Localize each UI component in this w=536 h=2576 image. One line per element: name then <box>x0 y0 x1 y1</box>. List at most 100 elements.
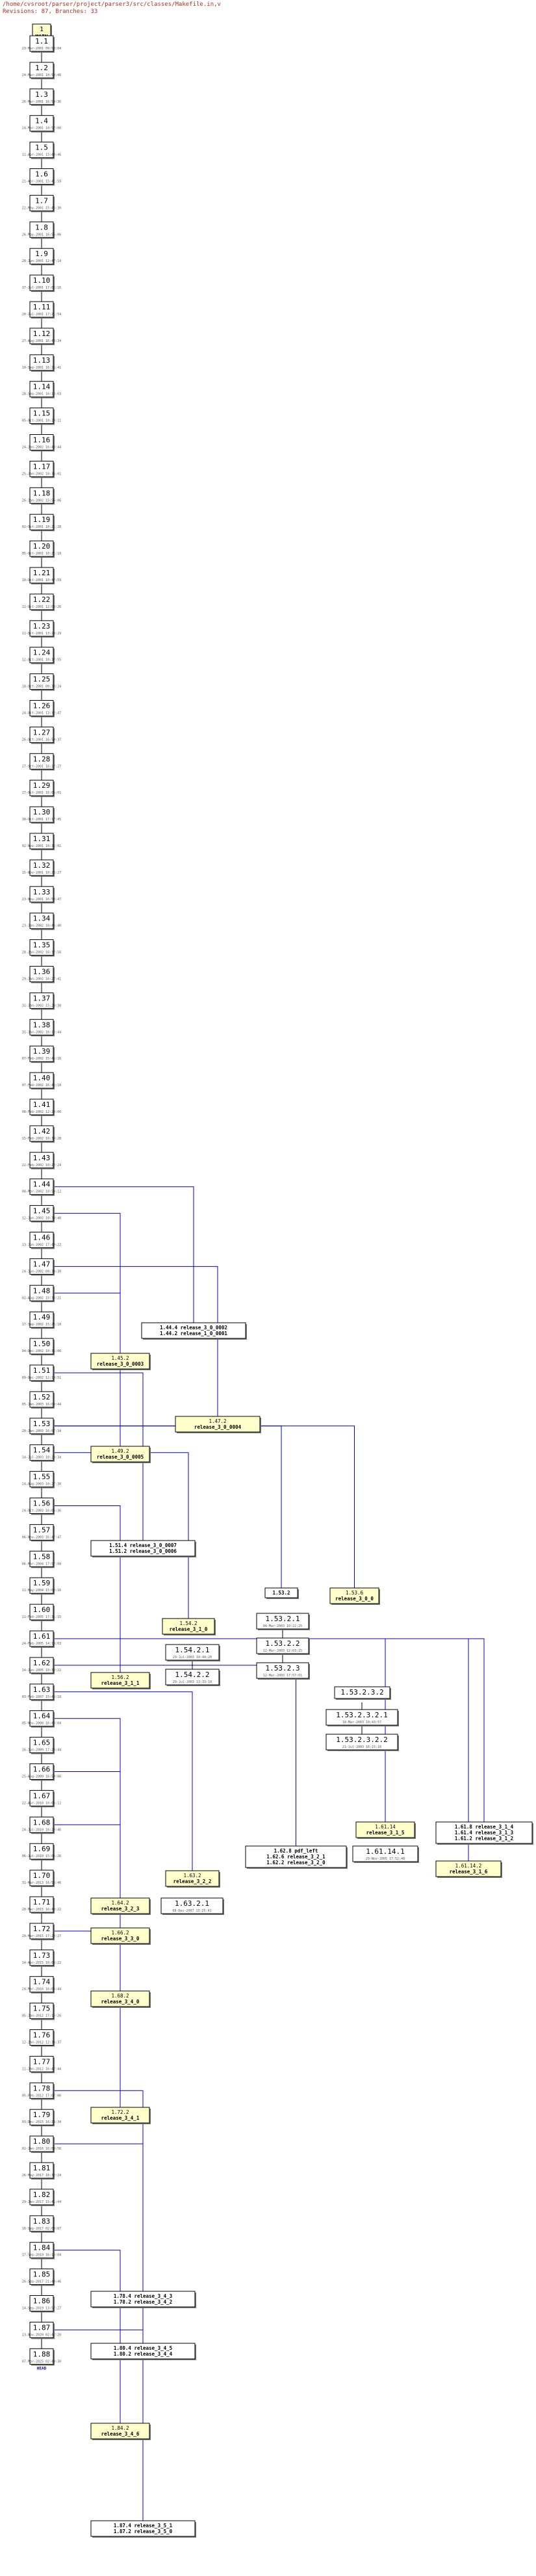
revision-date: 12-Jan-2012 12:34:37 <box>22 2041 61 2045</box>
branch-revision-node: 1.53.2.3.2.221-Jul-2003 16:15:16 <box>325 1734 399 1751</box>
branch-connector <box>53 1718 121 1898</box>
revision-number: 1.5 <box>35 144 48 152</box>
tag-node: 1.80.4 release_3_4_51.80.2 release_3_4_4 <box>90 2343 196 2360</box>
revision-number: 1.28 <box>33 755 51 763</box>
revision-date: 23-Jan-2002 10:46:40 <box>22 924 61 928</box>
revision-date: 05-Jan-2012 17:15:26 <box>22 2014 61 2018</box>
revision-number: 1.79 <box>33 2111 51 2119</box>
revision-number: 1.26 <box>33 702 51 710</box>
revision-box <box>29 1684 54 1700</box>
branch-box <box>165 1870 220 1887</box>
tag-label: 1.53.2 <box>272 1590 290 1596</box>
revision-date: 17-Sep-2019 16:16:04 <box>22 2254 61 2257</box>
revision-box <box>29 2269 54 2285</box>
revision-date: 20-Jan-2003 16:07:34 <box>22 1429 61 1433</box>
revision-date: 31-Jan-2002 15:20:38 <box>22 1004 61 1008</box>
revision-box <box>29 514 54 530</box>
revision-number: 1.62 <box>33 1659 51 1667</box>
revision-number: 1.39 <box>33 1047 51 1056</box>
connector-lines <box>41 41 485 2521</box>
revision-number: 1.13 <box>33 356 51 365</box>
tag-label: 1.61.2 release_3_1_2 <box>455 1836 513 1841</box>
branch-revision-box <box>325 1734 398 1750</box>
revision-number: 1.23 <box>33 622 51 631</box>
revision-box <box>29 1949 54 1966</box>
revision-box <box>29 1471 54 1488</box>
revision-box <box>29 1311 54 1328</box>
revision-date: 25-Jan-2002 10:36:01 <box>22 472 61 476</box>
revision-box <box>29 700 54 716</box>
revision-number: 1.8 <box>35 223 48 231</box>
revision-date: 07-Mar-2025 02:49:30 <box>22 2360 61 2363</box>
revision-node: 1.424-Mar-2001 10:52:06 <box>22 115 61 133</box>
tag-label: 1.62.2 release_3_2_0 <box>266 1860 325 1866</box>
tag-box <box>90 1540 196 1557</box>
branch-number: 1.72.2 <box>111 2109 129 2115</box>
branch-name: release_3_4_0 <box>101 1999 140 2005</box>
branch-connector <box>53 1638 469 1861</box>
revision-date: 12-Oct-2001 10:37:55 <box>22 658 61 662</box>
revision-number: 1.73 <box>33 1951 51 1960</box>
revision-number: 1.25 <box>33 675 51 684</box>
branch-name: release_3_0_0005 <box>97 1454 144 1460</box>
tag-node: 1.78.4 release_3_4_31.78.2 release_3_4_2 <box>90 2291 196 2308</box>
revision-date: 24-Aug-2003 10:27:30 <box>22 1483 61 1487</box>
revision-number: 1.75 <box>33 2005 51 2013</box>
revision-date: 05-Feb-2012 17:07:06 <box>22 2094 61 2098</box>
revision-box <box>29 726 54 743</box>
revision-box <box>29 434 54 450</box>
revision-box <box>29 1737 54 1754</box>
revision-date: 29-Jul-2003 10:44:20 <box>173 1656 212 1659</box>
revision-date: 18-Mar-2003 10:43:57 <box>342 1721 381 1724</box>
tag-box <box>141 1322 246 1339</box>
branch-revision-box <box>160 1897 223 1914</box>
tag-label: 1.87.4 release_3_5_1 <box>114 2523 173 2529</box>
revision-box <box>29 1657 54 1674</box>
revision-node: 1.62 14-Jun-2005 10:33:22 <box>22 1657 61 1674</box>
revision-number: 1.11 <box>33 303 51 311</box>
revision-number: 1.63.2.1 <box>175 1899 209 1908</box>
revision-node: 1.123-Mar-2001 09:58:04 <box>22 35 61 53</box>
tag-label: 1.44.2 release_1_0_0001 <box>160 1331 227 1336</box>
tag-label: 1.87.2 release_3_5_0 <box>114 2529 173 2534</box>
revision-number: 1.83 <box>33 2217 51 2226</box>
revision-box <box>29 1763 54 1780</box>
branch-box <box>90 1990 150 2007</box>
revision-number: 1.55 <box>33 1473 51 1481</box>
revision-number: 1.31 <box>33 835 51 843</box>
revision-date: 08-Dec-2007 13:25:41 <box>172 1909 211 1913</box>
revision-date: 27-Oct-2001 16:17:27 <box>22 764 61 768</box>
branch-connector <box>53 2250 121 2423</box>
revision-number: 1.59 <box>33 1579 51 1587</box>
revision-box <box>29 1099 54 1115</box>
revision-date: 24-Mar-2001 10:52:06 <box>22 127 61 131</box>
graph-header: /home/cvsroot/parser/project/parser3/src… <box>3 1 221 16</box>
revision-number: 1.71 <box>33 1898 51 1906</box>
file-path: /home/cvsroot/parser/project/parser3/src… <box>3 1 221 8</box>
revision-date: 14-Jun-2005 10:33:22 <box>22 1669 61 1672</box>
revision-date: 13-Jun-2002 17:49:22 <box>22 1243 61 1247</box>
revision-number: 1.65 <box>33 1739 51 1747</box>
revision-number: 1.51 <box>33 1366 51 1375</box>
revision-number: 1.14 <box>33 383 51 391</box>
